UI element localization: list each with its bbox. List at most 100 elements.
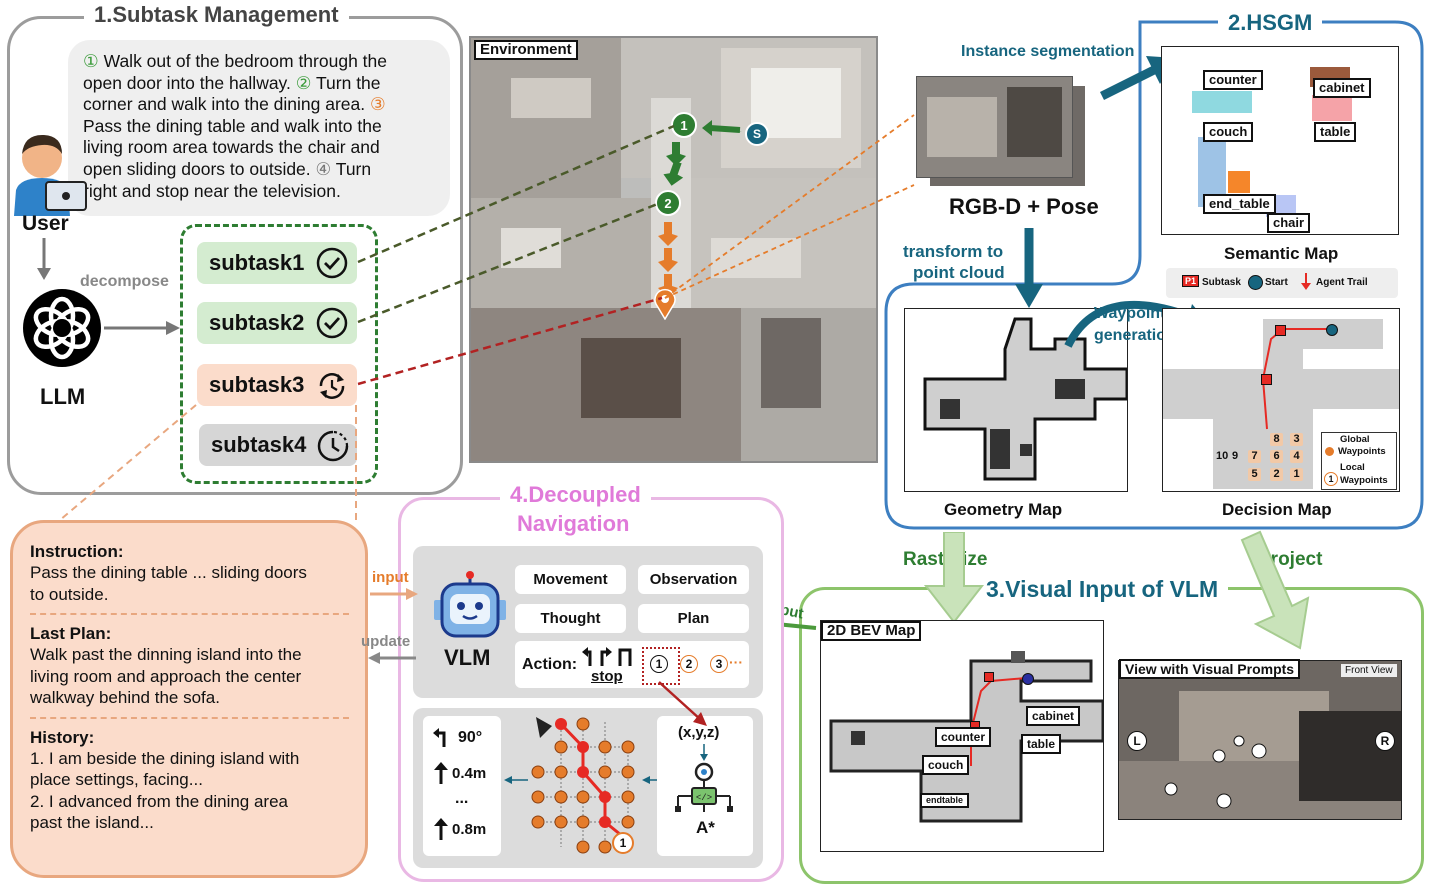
environment-image — [469, 36, 878, 463]
history-line-2: place settings, facing... — [30, 770, 203, 789]
user-icon — [14, 134, 87, 216]
instruction-bubble — [68, 40, 450, 216]
option-2-text: 2 — [685, 657, 693, 671]
option-1: 1 — [650, 655, 668, 673]
thought-button: Thought — [515, 604, 626, 633]
marker-1: ① — [83, 51, 99, 71]
decision-legend-local-num: 1 — [1324, 472, 1338, 486]
bev-label: 2D BEV Map — [821, 621, 922, 641]
dwp-8: 8 — [1270, 433, 1283, 446]
marker-4: ④ — [315, 158, 332, 179]
marker-2: ② — [295, 72, 312, 93]
instr-line-5: Pass the dining table and walk into the — [83, 115, 382, 136]
last-plan-heading: Last Plan: — [30, 624, 112, 643]
move-forward-1: 0.4m — [452, 765, 487, 782]
subtask3-label: subtask3 — [209, 372, 305, 397]
decision-legend-global2: Waypoints — [1338, 446, 1386, 457]
sem-endtable-region — [1228, 171, 1250, 193]
legend-subtask-icon: P1 — [1182, 275, 1200, 287]
option-3-text: 3 — [715, 657, 723, 671]
decision-start-dot — [1326, 324, 1338, 336]
transform-label-1: transform to — [903, 242, 1004, 261]
vlm-label: VLM — [444, 645, 491, 670]
info-input-label: input — [372, 569, 409, 586]
plan-button: Plan — [638, 604, 749, 633]
env-wp2-text: 2 — [664, 195, 672, 211]
divider — [30, 716, 349, 719]
info-update-arrow — [368, 652, 416, 664]
option-to-astar-arrow — [658, 681, 707, 726]
robot-icon — [434, 571, 506, 638]
turn-arrows-icon — [582, 647, 632, 666]
env-wp1-text: 1 — [680, 117, 688, 133]
arrow-down-icon — [1301, 273, 1311, 290]
info-update-label: update — [361, 633, 411, 650]
movement-button: Movement — [515, 565, 626, 594]
bev-tag-table: table — [1021, 734, 1062, 754]
orange-dot-icon — [1325, 447, 1334, 456]
check-circle-icon — [316, 307, 348, 339]
waypoint-gen-label-1: Waypoint — [1094, 305, 1166, 322]
history-heading: History: — [30, 727, 95, 747]
turn-left-icon — [433, 728, 446, 747]
sem-tag-cabinet: cabinet — [1313, 78, 1371, 98]
legend-subtask-label: Subtask — [1202, 277, 1241, 288]
instr-line-1: Walk out of the bedroom through the — [103, 51, 387, 71]
decision-legend-local: Local — [1340, 462, 1365, 473]
view-render — [1119, 661, 1401, 819]
marker-3: ③ — [370, 94, 386, 115]
arrow-up-icon — [434, 762, 448, 784]
graph-goal-text: 1 — [619, 836, 627, 850]
hsgm-title: 2.HSGM — [1218, 10, 1323, 36]
instruction-text: ① Walk out of the bedroom through the op… — [83, 51, 387, 202]
dwp-2: 2 — [1270, 468, 1283, 481]
instr-line-7: open sliding doors to outside. — [83, 158, 311, 179]
astar-label: A* — [696, 818, 715, 837]
semantic-map-label: Semantic Map — [1224, 244, 1339, 263]
observation-label: Observation — [649, 571, 738, 588]
memory-info-box: Instruction: Pass the dining table ... s… — [10, 520, 368, 878]
plan-line-1: Walk past the dinning island into the — [30, 645, 302, 664]
plan-line-3: walkway behind the sofa. — [30, 688, 220, 707]
geometry-map-drawing — [923, 317, 1127, 481]
history-line-1: 1. I am beside the dining island with — [30, 748, 300, 768]
option-2: 2 — [680, 655, 698, 673]
front-view-label: Front View — [1341, 664, 1397, 677]
action-label: Action: — [522, 656, 578, 673]
env-waypoint-2: 2 — [655, 190, 681, 216]
decision-legend-local2: Waypoints — [1340, 475, 1388, 486]
decision-subtask-marker — [1261, 374, 1272, 385]
instruction-line-1: Pass the dining table ... sliding doors — [30, 563, 307, 582]
view-label: View with Visual Prompts — [1119, 659, 1301, 679]
history-line-4: past the island... — [30, 813, 154, 832]
thought-label: Thought — [540, 610, 601, 627]
dwp-10: 10 — [1216, 450, 1229, 462]
instr-line-9: right and stop near the television. — [83, 180, 341, 201]
instruction-heading: Instruction: — [30, 542, 124, 561]
legend-trail-label: Agent Trail — [1316, 277, 1368, 288]
dwp-6: 6 — [1270, 450, 1283, 463]
instr-line-8: Turn — [335, 158, 372, 179]
user-label: User — [22, 212, 69, 235]
move-ellipsis: ... — [455, 790, 469, 807]
sem-tag-counter: counter — [1203, 70, 1263, 90]
decision-subtask-marker — [1275, 325, 1286, 336]
decision-map-drawing — [1163, 319, 1399, 489]
info-input-arrow — [370, 588, 418, 600]
decoupled-title-1: 4.Decoupled — [500, 482, 651, 508]
waypoint-graph — [531, 717, 635, 854]
option-ellipsis: ··· — [729, 654, 743, 670]
decision-map-label: Decision Map — [1222, 500, 1332, 519]
decoupled-title-2: Navigation — [517, 511, 630, 536]
bev-tag-couch: couch — [922, 755, 970, 775]
instr-line-6: living room area towards the chair and — [83, 137, 380, 158]
check-circle-icon — [316, 247, 348, 279]
arrow-up-icon — [434, 818, 448, 840]
panel1-title: 1.Subtask Management — [84, 2, 349, 28]
dwp-1: 1 — [1290, 468, 1303, 481]
option-3: 3 — [710, 655, 728, 673]
decompose-label: decompose — [80, 273, 169, 290]
bev-start-dot — [1022, 673, 1034, 685]
plan-line-2: living room and approach the center — [30, 666, 302, 686]
